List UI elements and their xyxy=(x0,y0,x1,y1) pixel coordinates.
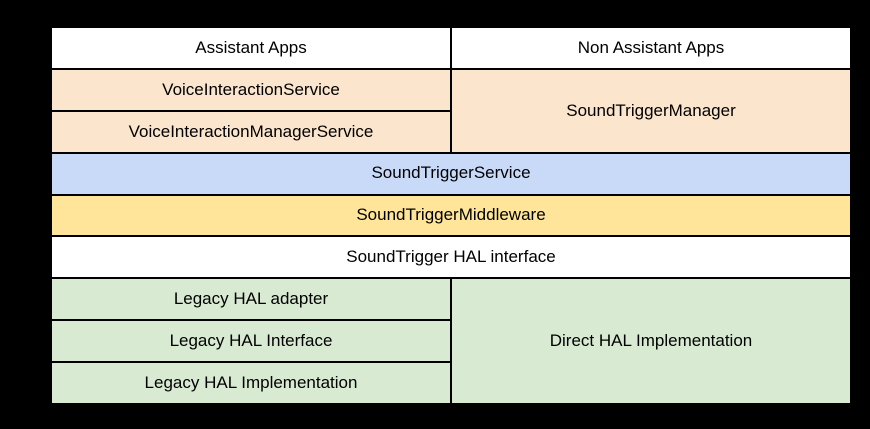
block-sound-trigger-service-label: SoundTriggerService xyxy=(371,163,531,183)
block-legacy-hal-adapter-label: Legacy HAL adapter xyxy=(173,289,329,309)
block-voice-interaction-service: VoiceInteractionService xyxy=(52,69,450,110)
block-legacy-hal-interface-label: Legacy HAL Interface xyxy=(169,330,333,350)
block-non-assistant-apps: Non Assistant Apps xyxy=(452,28,850,68)
block-voice-interaction-manager-service-label: VoiceInteractionManagerService xyxy=(128,121,374,141)
block-sound-trigger-middleware-label: SoundTriggerMiddleware xyxy=(356,205,546,225)
block-voice-interaction-manager-service: VoiceInteractionManagerService xyxy=(52,111,450,152)
block-legacy-hal-implementation: Legacy HAL Implementation xyxy=(52,363,450,403)
stack-table: Assistant Apps Non Assistant Apps VoiceI… xyxy=(52,28,850,403)
block-legacy-hal-implementation-label: Legacy HAL Implementation xyxy=(144,372,358,392)
block-direct-hal-implementation-label: Direct HAL Implementation xyxy=(549,330,753,350)
block-sound-trigger-manager-label: SoundTriggerManager xyxy=(566,100,736,120)
block-non-assistant-apps-label: Non Assistant Apps xyxy=(577,37,725,57)
block-sound-trigger-manager: SoundTriggerManager xyxy=(452,69,850,152)
block-assistant-apps: Assistant Apps xyxy=(52,28,450,68)
block-voice-interaction-service-label: VoiceInteractionService xyxy=(162,79,340,99)
block-sound-trigger-hal-interface: SoundTrigger HAL interface xyxy=(52,237,850,278)
block-assistant-apps-label: Assistant Apps xyxy=(195,37,307,57)
block-legacy-hal-adapter: Legacy HAL adapter xyxy=(52,279,450,320)
block-legacy-hal-interface: Legacy HAL Interface xyxy=(52,321,450,362)
block-sound-trigger-middleware: SoundTriggerMiddleware xyxy=(52,195,850,236)
block-direct-hal-implementation: Direct HAL Implementation xyxy=(452,279,850,403)
block-sound-trigger-service: SoundTriggerService xyxy=(52,153,850,194)
block-sound-trigger-hal-interface-label: SoundTrigger HAL interface xyxy=(346,247,556,267)
